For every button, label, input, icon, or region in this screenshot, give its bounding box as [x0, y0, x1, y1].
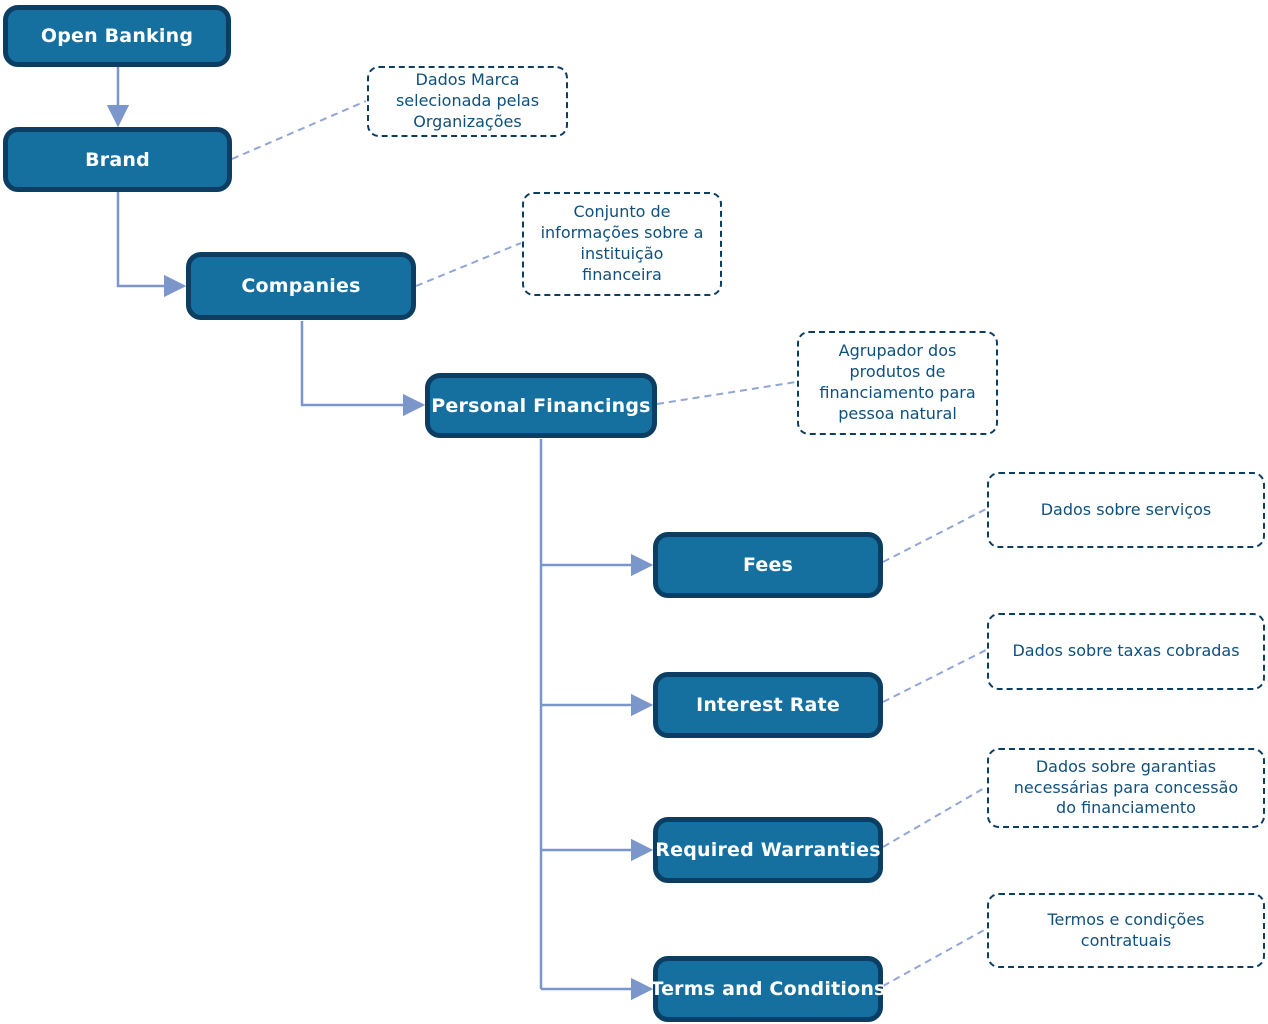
- connector-annotation-requiredwarranties: [882, 786, 987, 848]
- annotation-fees: Dados sobre serviços: [987, 472, 1265, 548]
- connector-companies-personalfinancings: [300, 321, 426, 417]
- annotation-required-warranties: Dados sobre garantias necessárias para c…: [987, 748, 1265, 828]
- connector-annotation-brand: [231, 100, 367, 160]
- node-companies: Companies: [186, 252, 416, 320]
- connector-annotation-companies: [415, 242, 522, 287]
- node-terms-and-conditions: Terms and Conditions: [650, 956, 885, 1022]
- node-interest-rate: Interest Rate: [653, 672, 883, 738]
- connector-brand-companies: [116, 192, 187, 298]
- annotation-brand: Dados Marca selecionada pelas Organizaçõ…: [367, 66, 568, 137]
- node-fees: Fees: [653, 532, 883, 598]
- node-personal-financings: Personal Financings: [425, 373, 657, 438]
- annotation-interest-rate: Dados sobre taxas cobradas: [987, 613, 1265, 690]
- annotation-companies: Conjunto de informações sobre a institui…: [522, 192, 722, 296]
- annotation-terms-and-conditions: Termos e condições contratuais: [987, 893, 1265, 968]
- node-open-banking: Open Banking: [3, 5, 231, 67]
- node-brand: Brand: [3, 127, 232, 192]
- connector-annotation-personalfinancings: [656, 381, 797, 405]
- connector-annotation-fees: [882, 508, 987, 563]
- connector-annotation-termsandconditions: [882, 928, 987, 987]
- connector-annotation-interestrate: [882, 649, 987, 703]
- annotation-personal-financings: Agrupador dos produtos de financiamento …: [797, 331, 998, 435]
- node-required-warranties: Required Warranties: [653, 817, 883, 883]
